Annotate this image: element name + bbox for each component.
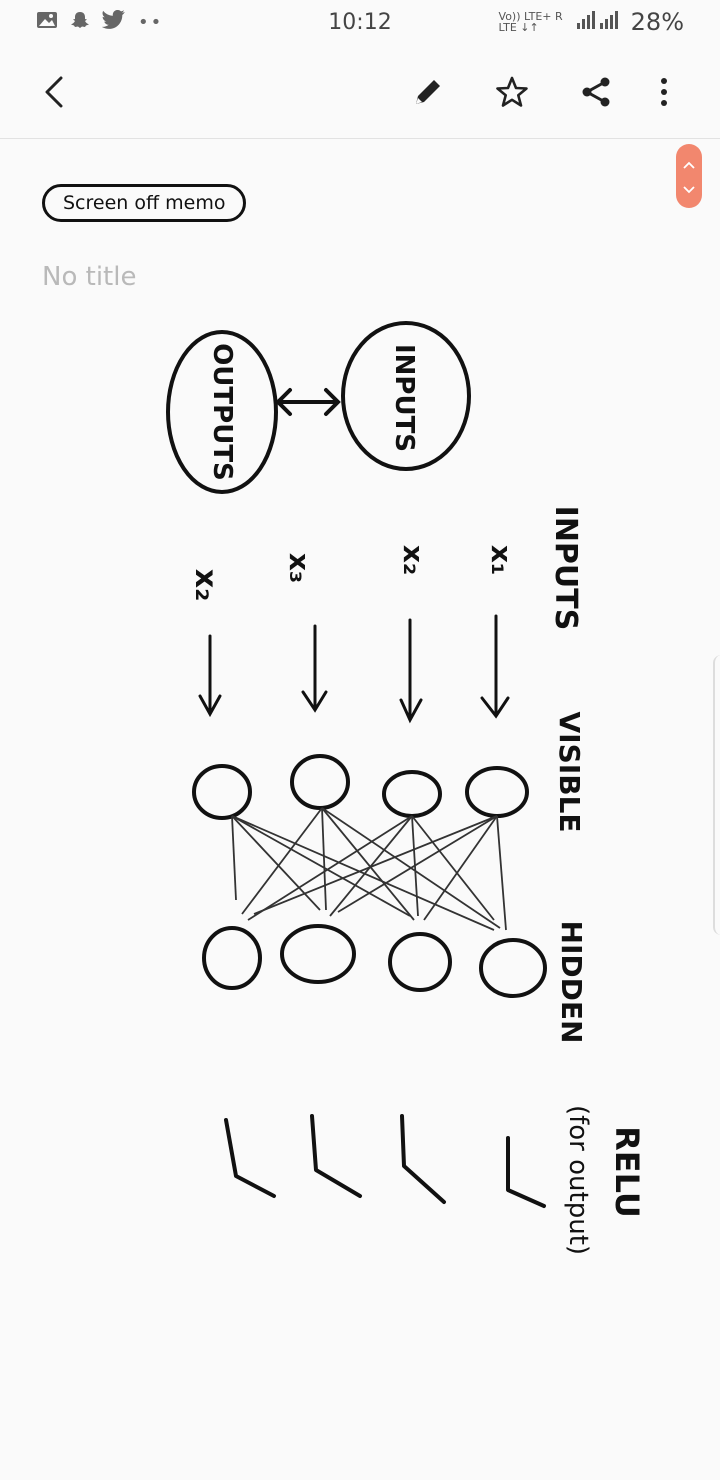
hidden-node-3 xyxy=(388,932,452,992)
x-label-3: x₂ xyxy=(397,545,430,575)
visible-node-4 xyxy=(465,766,529,818)
back-arrow-icon xyxy=(41,76,69,112)
outputs-oval xyxy=(166,330,278,494)
more-button[interactable] xyxy=(640,70,688,118)
bidirectional-arrow xyxy=(275,388,341,416)
x-label-2: x₃ xyxy=(283,553,316,583)
visible-node-1 xyxy=(192,764,252,820)
hidden-node-4 xyxy=(479,938,547,998)
status-left-icons: •• xyxy=(36,9,164,35)
visible-label: VISIBLE xyxy=(553,712,586,833)
inputs-header: INPUTS xyxy=(548,506,583,631)
relu-label: RELU xyxy=(608,1126,646,1218)
input-arrow-4 xyxy=(480,614,510,719)
outputs-oval-label: OUTPUTS xyxy=(207,343,237,481)
inputs-oval-label: INPUTS xyxy=(389,344,419,452)
back-button[interactable] xyxy=(31,70,79,118)
network-label-bottom: LTE ↓↑ xyxy=(498,21,539,34)
scroll-down-icon[interactable] xyxy=(683,179,695,198)
relu-curve-3 xyxy=(400,1114,446,1204)
star-icon xyxy=(495,75,529,113)
signal-icon xyxy=(575,9,619,36)
input-arrow-2 xyxy=(301,624,328,713)
edge-panel-handle[interactable] xyxy=(713,655,720,935)
x-label-4: x₁ xyxy=(485,545,518,575)
snapchat-icon xyxy=(70,10,90,35)
relu-curve-4 xyxy=(506,1136,546,1208)
network-label-top: Vo)) LTE+ R xyxy=(498,10,563,23)
hidden-node-1 xyxy=(202,926,262,990)
status-bar: •• 10:12 Vo)) LTE+ R LTE ↓↑ 28% xyxy=(0,0,720,44)
scroll-buttons[interactable] xyxy=(676,144,702,208)
network-type: Vo)) LTE+ R LTE ↓↑ xyxy=(499,11,563,33)
share-button[interactable] xyxy=(572,70,620,118)
input-arrow-3 xyxy=(399,618,423,724)
battery-percent: 28% xyxy=(630,8,684,36)
x-label-1: x₂ xyxy=(188,569,223,602)
handwritten-drawing: OUTPUTS INPUTS INPUTS x₂ x₃ x₂ x₁ VISIBL… xyxy=(166,321,646,1255)
favorite-button[interactable] xyxy=(488,70,536,118)
relu-curve-1 xyxy=(224,1118,276,1198)
title-placeholder[interactable]: No title xyxy=(42,262,137,292)
status-right-icons: Vo)) LTE+ R LTE ↓↑ 28% xyxy=(499,8,684,36)
visible-node-3 xyxy=(382,770,442,818)
visible-node-2 xyxy=(290,754,350,810)
memo-tag[interactable]: Screen off memo xyxy=(42,184,247,222)
more-vert-icon xyxy=(660,77,668,111)
input-arrow-1 xyxy=(198,634,222,718)
gallery-icon xyxy=(36,10,58,35)
hidden-label: HIDDEN xyxy=(555,921,588,1044)
edit-button[interactable] xyxy=(404,70,452,118)
pencil-icon xyxy=(412,76,444,112)
twitter-icon xyxy=(101,9,126,35)
inputs-oval xyxy=(341,321,471,471)
hidden-node-2 xyxy=(280,924,356,984)
note-canvas[interactable]: Screen off memo No title OUTPUTS INPUTS … xyxy=(0,140,720,1480)
relu-curve-2 xyxy=(310,1114,362,1198)
scroll-up-icon[interactable] xyxy=(683,154,695,173)
note-toolbar xyxy=(0,50,720,139)
relu-note: (for output) xyxy=(563,1105,593,1255)
share-icon xyxy=(580,76,612,112)
more-notifications-icon: •• xyxy=(138,11,164,33)
